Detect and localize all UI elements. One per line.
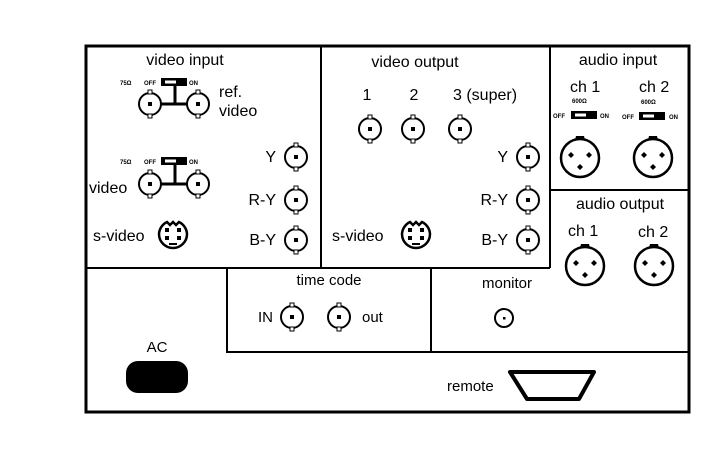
audio-output-title: audio output: [576, 196, 665, 213]
termination-switch[interactable]: [161, 78, 187, 86]
time-code-out-label: out: [362, 309, 384, 326]
y-out-label: Y: [497, 149, 508, 166]
by-out-bnc[interactable]: [516, 225, 540, 255]
video-out-3-bnc[interactable]: [448, 114, 472, 144]
audio-in-ch1-label: ch 1: [570, 79, 600, 96]
audio-in-ch2-xlr[interactable]: [632, 134, 674, 179]
ohm-label: 75Ω: [120, 81, 132, 87]
ref-video-label-2: video: [219, 103, 257, 120]
audio-in-ch2-label: ch 2: [639, 79, 669, 96]
audio-in-ch1-impedance: 600Ω: [572, 99, 587, 105]
video-in-bnc-1[interactable]: [138, 169, 162, 199]
time-code-title: time code: [296, 272, 361, 289]
monitor-title: monitor: [482, 275, 532, 292]
svideo-in-label: s-video: [93, 228, 145, 245]
remote-label: remote: [447, 378, 494, 395]
by-in-label: B-Y: [249, 232, 276, 249]
y-in-label: Y: [265, 149, 276, 166]
ry-in-label: R-Y: [248, 192, 276, 209]
by-out-label: B-Y: [481, 232, 508, 249]
audio-in-ch2-impedance: 600Ω: [641, 100, 656, 106]
audio-in-ch1-xlr[interactable]: [559, 134, 601, 179]
audio-input-title: audio input: [579, 52, 658, 69]
ch2-off-label: OFF: [622, 115, 634, 121]
y-out-bnc[interactable]: [516, 142, 540, 172]
off-label: OFF: [144, 81, 156, 87]
on-label: ON: [189, 81, 198, 87]
ac-inlet[interactable]: [126, 361, 188, 393]
time-code-box: [226, 267, 432, 353]
ry-in-bnc[interactable]: [284, 185, 308, 215]
audio-out-ch2-xlr[interactable]: [633, 242, 675, 287]
on-label: ON: [189, 160, 198, 166]
ch1-off-label: OFF: [553, 114, 565, 120]
ch1-impedance-switch[interactable]: [571, 111, 597, 119]
out-2-label: 2: [410, 87, 419, 104]
svideo-out-label: s-video: [332, 228, 384, 245]
monitor-jack[interactable]: [494, 308, 514, 328]
ohm-label: 75Ω: [120, 160, 132, 166]
ry-out-bnc[interactable]: [516, 185, 540, 215]
svideo-out-connector[interactable]: [400, 220, 432, 250]
ref-video-terminator: 75Ω OFF ON: [120, 78, 198, 87]
audio-out-ch1-label: ch 1: [568, 223, 598, 240]
video-in-bnc-2[interactable]: [186, 169, 210, 199]
video-terminator: 75Ω OFF ON: [120, 157, 198, 166]
ch2-on-label: ON: [669, 115, 678, 121]
ry-out-label: R-Y: [480, 192, 508, 209]
ch2-impedance-switch[interactable]: [639, 112, 665, 120]
ref-video-bnc-1[interactable]: [138, 89, 162, 119]
ref-video-label-1: ref.: [219, 84, 242, 101]
termination-switch[interactable]: [161, 157, 187, 165]
ref-video-bnc-2[interactable]: [186, 89, 210, 119]
y-in-bnc[interactable]: [284, 142, 308, 172]
out-3-label: 3 (super): [453, 87, 517, 104]
video-output-title: video output: [371, 54, 459, 71]
time-code-out-bnc[interactable]: [327, 302, 351, 332]
video-out-2-bnc[interactable]: [401, 114, 425, 144]
ch1-on-label: ON: [600, 114, 609, 120]
svideo-in-connector[interactable]: [157, 220, 189, 250]
video-out-1-bnc[interactable]: [358, 114, 382, 144]
by-in-bnc[interactable]: [284, 225, 308, 255]
audio-out-ch1-xlr[interactable]: [564, 242, 606, 287]
time-code-in-label: IN: [258, 309, 273, 326]
time-code-in-bnc[interactable]: [280, 302, 304, 332]
video-input-title: video input: [146, 52, 224, 69]
audio-out-ch2-label: ch 2: [638, 224, 668, 241]
ac-label: AC: [147, 339, 168, 356]
remote-dsub-connector[interactable]: [508, 370, 596, 401]
panel-frame: [84, 44, 691, 414]
off-label: OFF: [144, 160, 156, 166]
out-1-label: 1: [363, 87, 372, 104]
video-in-label: video: [89, 180, 127, 197]
